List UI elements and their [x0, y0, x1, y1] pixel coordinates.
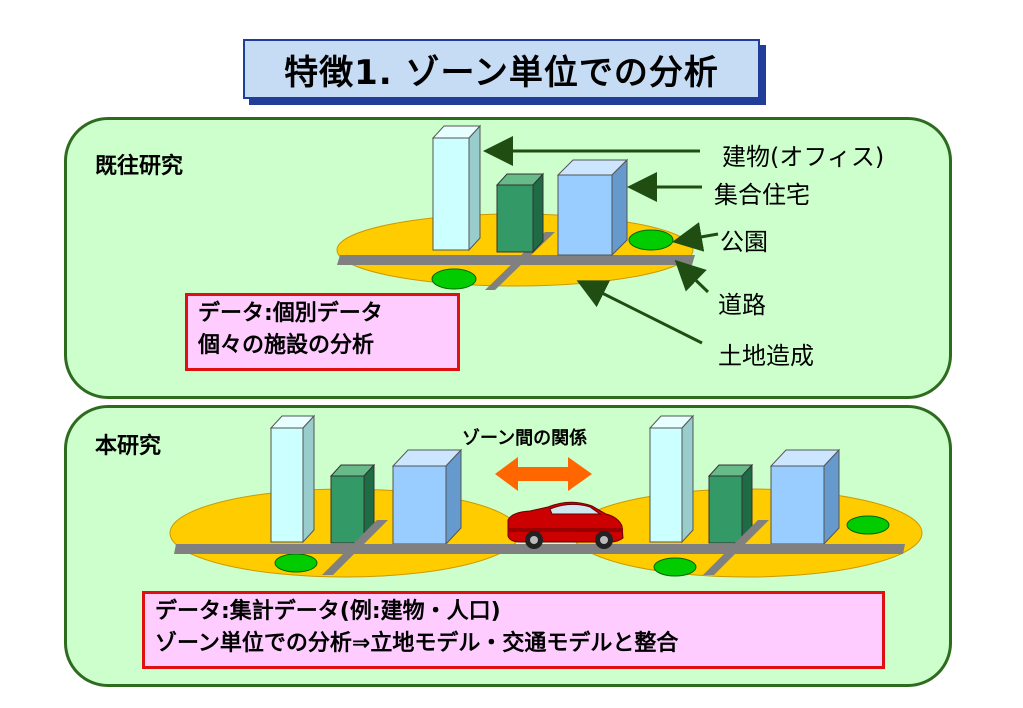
housing-green-building-left: [329, 463, 376, 545]
park-left: [274, 553, 318, 573]
park-right-2: [846, 515, 890, 535]
prior-note-line1: データ:個別データ: [198, 301, 383, 326]
label-road: 道路: [718, 291, 766, 319]
housing-green-building: [495, 172, 545, 254]
prior-note-line2: 個々の施設の分析: [198, 332, 375, 358]
this-study-note: データ:集計データ(例:建物・人口) ゾーン単位での分析⇒立地モデル・交通モデル…: [142, 591, 885, 669]
prior-study-note: データ:個別データ 個々の施設の分析: [185, 293, 460, 371]
arrow-land: [576, 280, 703, 345]
park-2: [628, 229, 674, 251]
this-note-line1: データ:集計データ(例:建物・人口): [155, 599, 501, 624]
road: [337, 255, 695, 265]
label-park: 公園: [720, 228, 768, 256]
prior-zone-scene: [336, 124, 719, 345]
this-note-line2: ゾーン単位での分析⇒立地モデル・交通モデルと整合: [155, 630, 679, 656]
housing-blue-building-left: [391, 448, 463, 546]
office-building: [431, 124, 482, 252]
relation-double-arrow: [495, 457, 592, 491]
label-land: 土地造成: [718, 342, 814, 370]
slide-title: 特徴1. ゾーン単位での分析: [243, 39, 760, 99]
office-building-right: [648, 414, 695, 544]
housing-green-building-right: [707, 463, 754, 545]
office-building-left: [269, 414, 316, 544]
park-1: [431, 268, 477, 290]
label-building: 建物(オフィス): [722, 143, 885, 171]
housing-blue-building-right: [769, 448, 841, 546]
label-housing: 集合住宅: [714, 181, 810, 209]
car-icon: [507, 501, 624, 549]
cross-road-right: [703, 520, 769, 575]
left-zone-scene: [169, 414, 521, 578]
park-right-1: [653, 557, 697, 577]
arrow-road: [674, 259, 710, 294]
housing-blue-building: [556, 158, 629, 257]
cross-road-left: [322, 520, 388, 575]
zone-relation-label: ゾーン間の関係: [462, 428, 588, 449]
arrow-park: [672, 222, 719, 252]
